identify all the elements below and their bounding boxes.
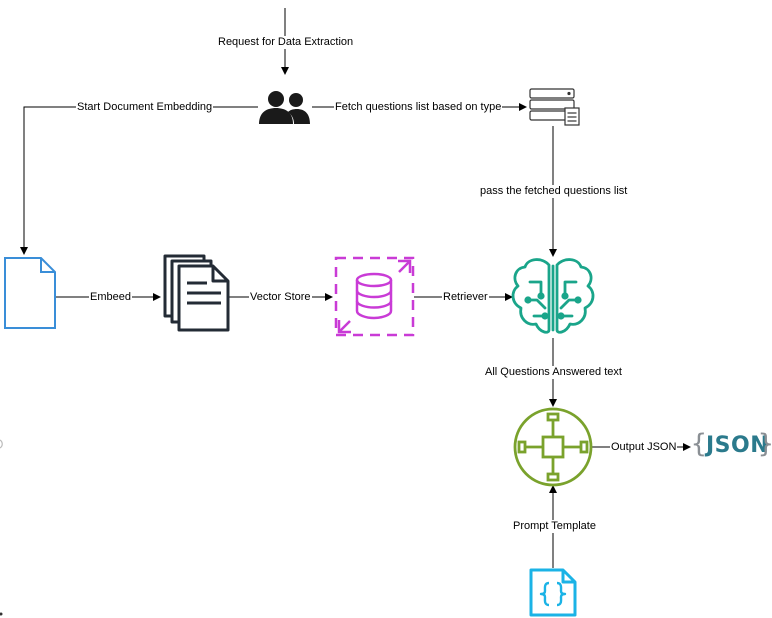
document-stack-icon	[163, 254, 230, 332]
code-template-icon	[529, 568, 577, 617]
label-fetch-questions: Fetch questions list based on type	[334, 101, 503, 114]
json-text: JSON	[706, 433, 770, 458]
label-answered-text: All Questions Answered text	[484, 366, 623, 379]
edge-dot	[0, 612, 3, 616]
ml-brain-icon	[511, 258, 595, 334]
vector-database-icon	[334, 256, 415, 337]
edge-start-embedding	[20, 106, 258, 255]
label-start-embedding: Start Document Embedding	[76, 101, 214, 114]
users-icon	[259, 91, 310, 124]
label-pass-questions: pass the fetched questions list	[479, 185, 629, 198]
json-close-brace: }	[758, 429, 772, 459]
label-output-json: Output JSON	[610, 441, 678, 454]
label-embeed: Embeed	[89, 291, 132, 304]
json-open-brace: {	[691, 429, 707, 459]
edge-fragment	[0, 439, 3, 449]
server-list-icon	[529, 88, 580, 126]
label-prompt-template: Prompt Template	[512, 520, 597, 533]
label-request: Request for Data Extraction	[217, 36, 355, 49]
document-icon	[4, 257, 56, 329]
label-vector-store: Vector Store	[249, 291, 312, 304]
processing-node-icon	[513, 407, 593, 487]
label-retriever: Retriever	[442, 291, 489, 304]
